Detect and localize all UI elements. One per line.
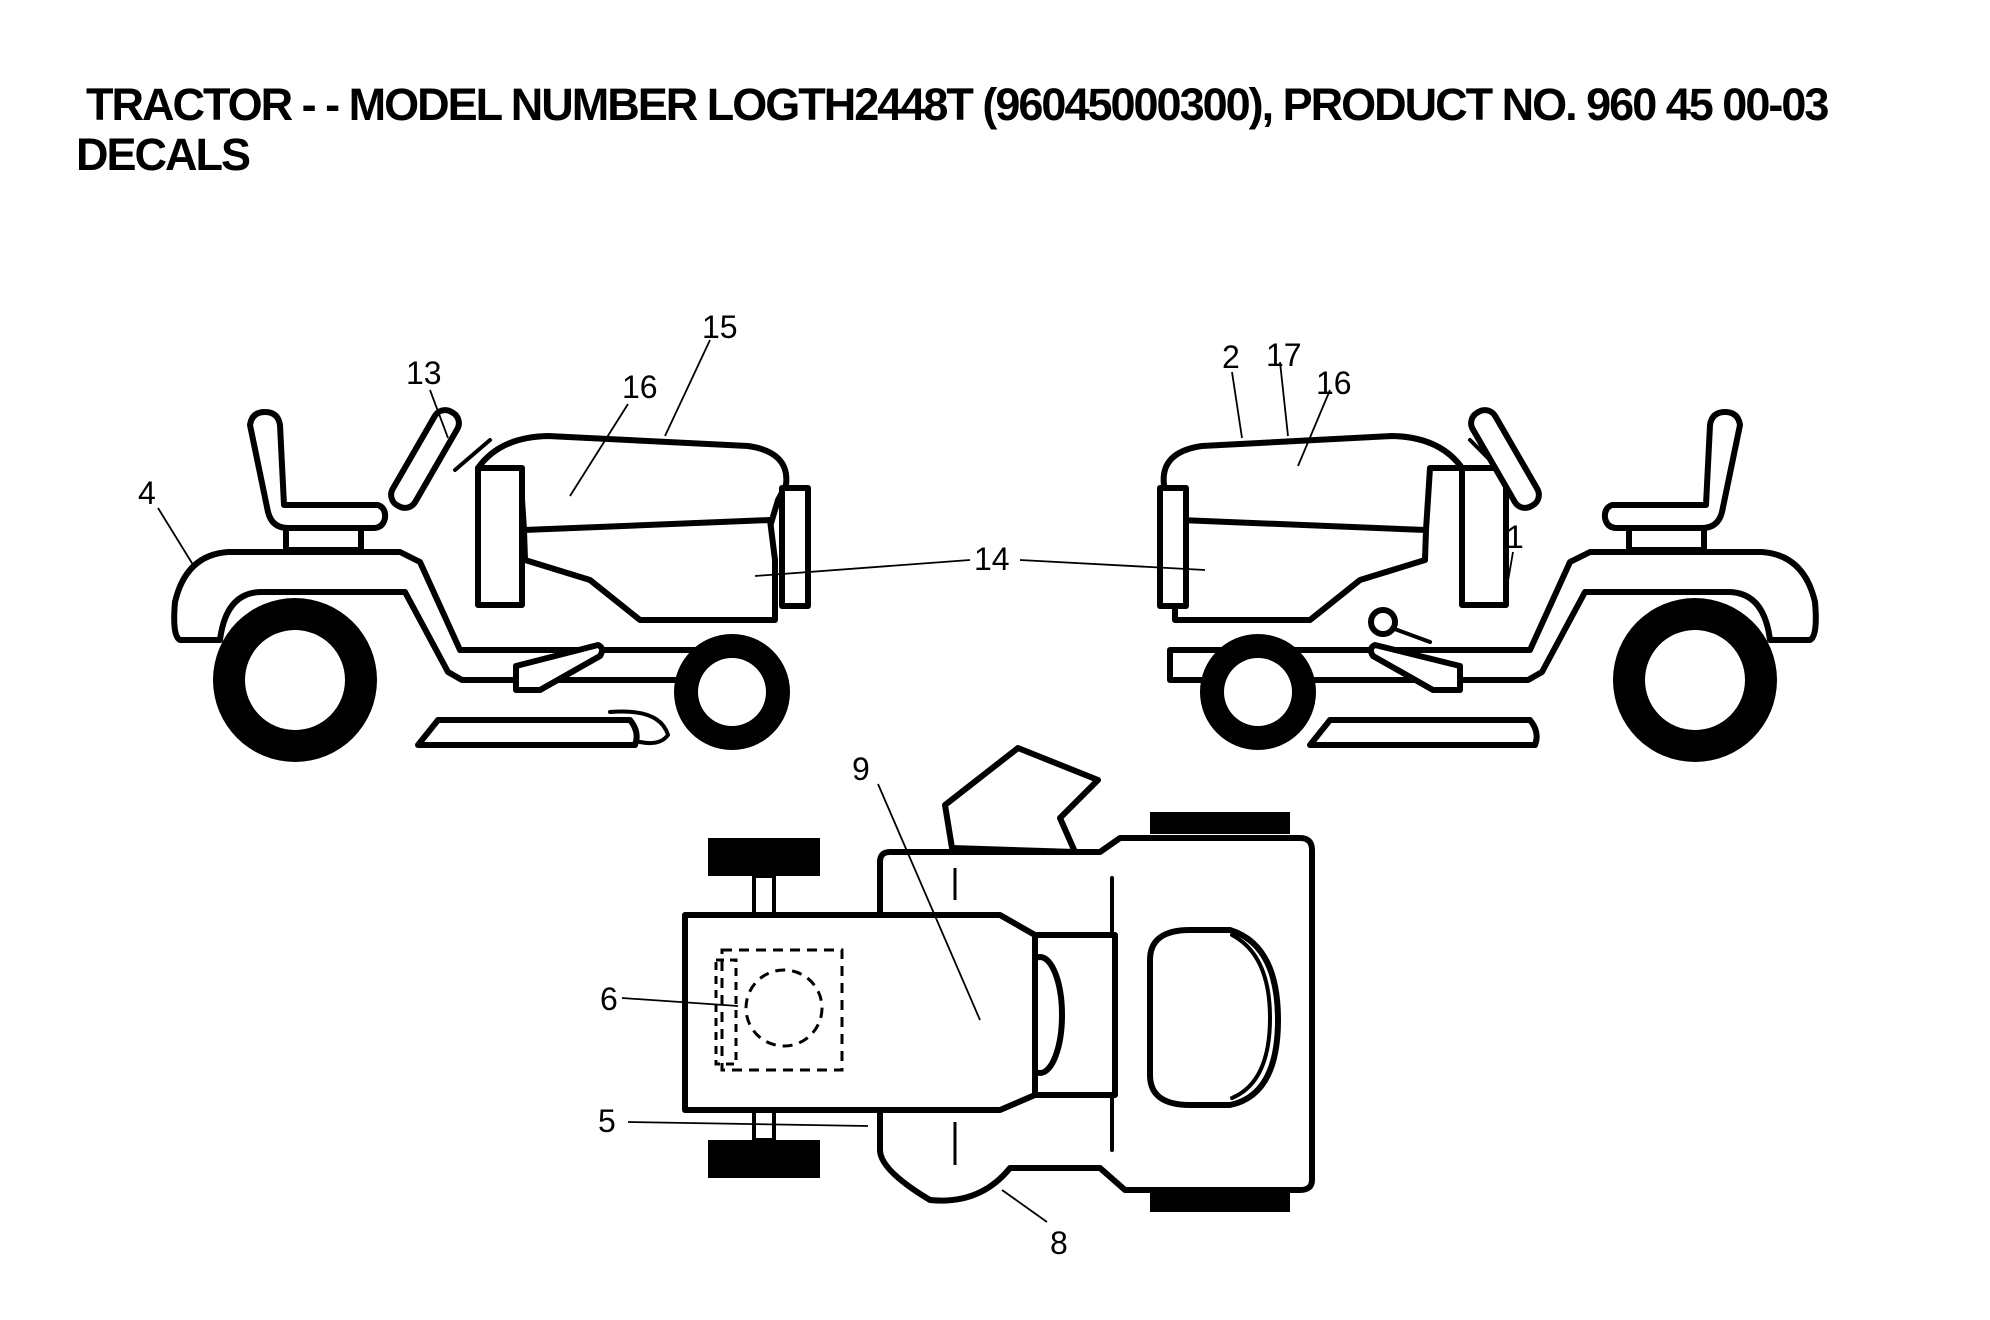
callout-17: 17	[1266, 337, 1302, 373]
rear-fender	[171, 549, 763, 683]
front-axle-upper	[752, 874, 776, 918]
deck-chute	[608, 709, 670, 746]
tractor-left-side-view	[171, 407, 811, 762]
decal-area-6-side	[714, 958, 738, 1066]
page-title: TRACTOR - - MODEL NUMBER LOGTH2448T (960…	[86, 79, 1829, 130]
steering-wheel-right	[1468, 407, 1542, 511]
seat-back-top	[1230, 933, 1272, 1100]
front-right-tire-top	[708, 1140, 820, 1178]
leader-17	[1279, 361, 1289, 437]
leader-4	[157, 507, 196, 569]
leader-14-left	[754, 559, 971, 577]
mower-deck	[415, 717, 640, 748]
callout-labels: 4 13 16 15 14 2 17 16 1 9 6 5 8	[138, 309, 1524, 1261]
pedal-right	[1367, 642, 1463, 693]
steering-wheel	[388, 407, 462, 511]
leader-lines	[157, 339, 1514, 1223]
callout-16-left: 16	[622, 369, 658, 405]
dash-column-right	[1459, 465, 1509, 608]
pedal	[513, 642, 606, 693]
leader-16-right	[1297, 389, 1331, 467]
engine-panel	[521, 517, 778, 623]
leader-16-left	[569, 403, 629, 497]
callout-16-right: 16	[1316, 365, 1352, 401]
seat-base	[283, 525, 364, 553]
seat-base-right	[1626, 525, 1707, 553]
hood-top	[682, 912, 1038, 1113]
callout-1: 1	[1506, 519, 1524, 555]
steering-shaft	[453, 438, 492, 472]
rear-right-tire-top	[1150, 1190, 1290, 1212]
seat	[247, 409, 389, 531]
front-left-tire-top	[708, 838, 820, 876]
lift-lever	[1390, 626, 1432, 644]
lift-lever-knob	[1368, 607, 1398, 637]
leader-9	[877, 783, 981, 1021]
mower-deck-right	[1307, 717, 1540, 748]
callout-5: 5	[598, 1103, 616, 1139]
page-subtitle: DECALS	[76, 129, 251, 180]
front-rim-right	[1224, 658, 1292, 726]
engine-panel-right	[1172, 517, 1429, 623]
callout-15: 15	[702, 309, 738, 345]
callout-2: 2	[1222, 339, 1240, 375]
seat-top	[1147, 927, 1281, 1108]
leader-13	[429, 389, 449, 439]
rear-fender-right	[1167, 549, 1819, 683]
discharge-chute	[942, 745, 1101, 855]
tractor-top-view	[682, 745, 1315, 1212]
leader-8	[1001, 1189, 1048, 1223]
leader-5	[627, 1121, 869, 1127]
callout-13: 13	[406, 355, 442, 391]
leader-14-right	[1019, 559, 1206, 571]
rear-rim-right	[1645, 630, 1745, 730]
leader-6	[621, 997, 739, 1007]
rear-rim	[245, 630, 345, 730]
callout-9: 9	[852, 751, 870, 787]
front-grille-right	[1157, 485, 1189, 609]
front-rim	[698, 658, 766, 726]
callout-6: 6	[600, 981, 618, 1017]
tractor-right-side-view	[1157, 407, 1819, 762]
fuel-cap-outline	[744, 968, 824, 1048]
leader-2	[1231, 371, 1243, 439]
rear-left-tire-top	[1150, 812, 1290, 834]
dash-column	[475, 465, 525, 608]
leader-1	[1503, 551, 1514, 605]
seat-right	[1601, 409, 1743, 531]
leader-15	[664, 339, 711, 437]
callout-4: 4	[138, 475, 156, 511]
decal-area-6	[720, 948, 844, 1072]
front-grille	[779, 485, 811, 609]
callout-8: 8	[1050, 1225, 1068, 1261]
callout-14: 14	[974, 541, 1010, 577]
